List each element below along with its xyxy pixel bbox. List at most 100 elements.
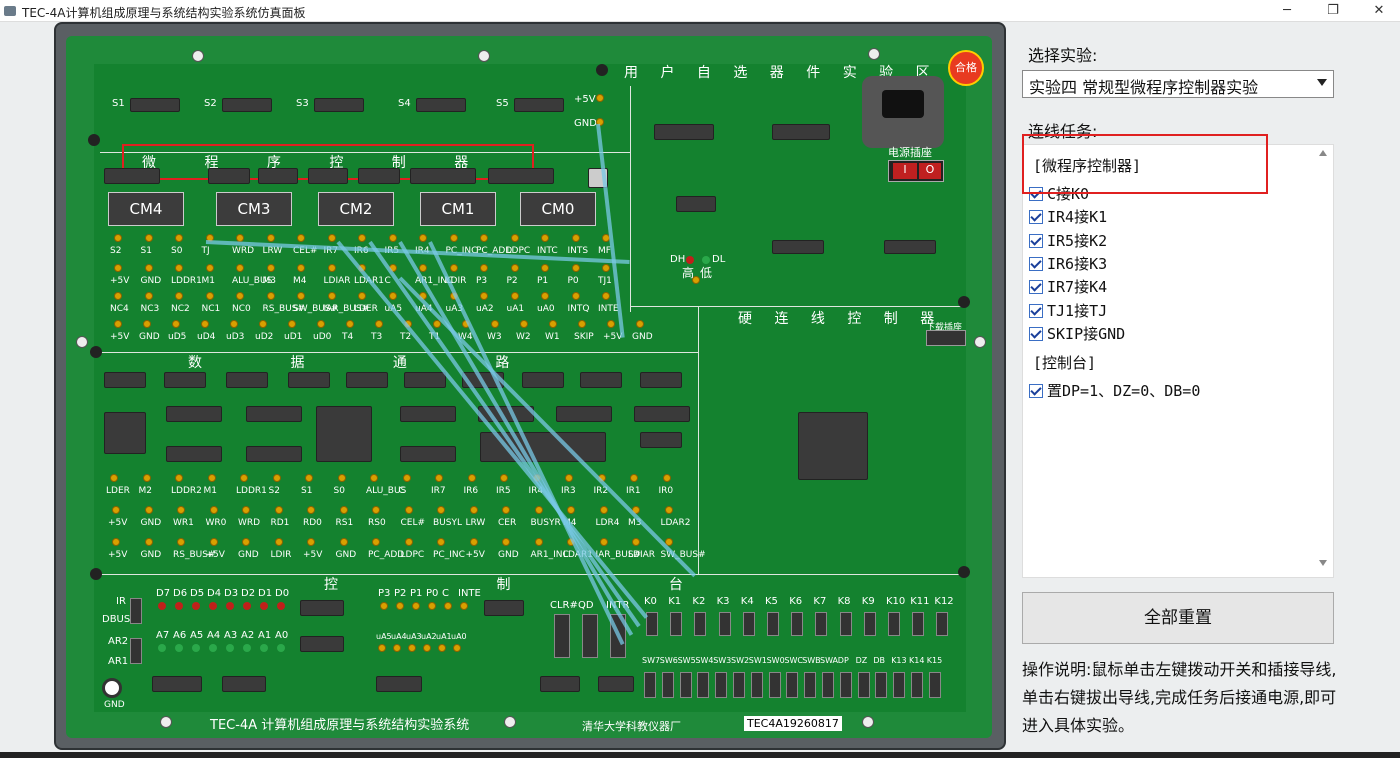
pin[interactable] xyxy=(599,538,608,546)
pin[interactable] xyxy=(541,234,549,242)
pin[interactable] xyxy=(305,474,313,482)
dip-switch-5[interactable] xyxy=(514,98,564,112)
task-item[interactable]: IR6接K3 xyxy=(1029,253,1107,274)
pin[interactable] xyxy=(630,474,638,482)
pin[interactable] xyxy=(502,506,510,514)
pin[interactable] xyxy=(207,474,216,482)
pin[interactable] xyxy=(209,538,218,546)
p-pin[interactable] xyxy=(444,602,452,610)
dip-switch-2[interactable] xyxy=(222,98,272,112)
sw-switch-9[interactable] xyxy=(804,672,817,698)
p-pin[interactable] xyxy=(412,602,420,610)
pin[interactable] xyxy=(177,538,185,546)
pin[interactable] xyxy=(510,234,519,242)
pin[interactable] xyxy=(370,474,378,482)
pin[interactable] xyxy=(372,506,380,514)
pin[interactable] xyxy=(327,234,336,242)
pin[interactable] xyxy=(114,234,122,242)
task-checkbox[interactable] xyxy=(1029,384,1043,399)
pin[interactable] xyxy=(541,292,549,300)
maximize-button[interactable]: ❐ xyxy=(1327,3,1339,18)
pin[interactable] xyxy=(242,506,250,514)
pin[interactable] xyxy=(510,264,519,272)
scroll-up-icon[interactable] xyxy=(1319,150,1327,156)
sw-switch-7[interactable] xyxy=(768,672,781,698)
pin[interactable] xyxy=(419,264,427,272)
pin[interactable] xyxy=(240,474,248,482)
pin[interactable] xyxy=(632,538,640,546)
pin[interactable] xyxy=(297,292,305,300)
pin[interactable] xyxy=(144,292,153,300)
pin[interactable] xyxy=(112,538,120,546)
task-checkbox[interactable] xyxy=(1029,280,1043,295)
pin[interactable] xyxy=(571,292,580,300)
pin[interactable] xyxy=(175,292,183,300)
pin[interactable] xyxy=(602,292,610,300)
ua-pin[interactable] xyxy=(453,644,461,652)
sw-switch-13[interactable] xyxy=(875,672,888,698)
pin[interactable] xyxy=(437,538,445,546)
pin[interactable] xyxy=(449,264,458,272)
scroll-down-icon[interactable] xyxy=(1319,560,1327,566)
pin[interactable] xyxy=(175,474,183,482)
pin[interactable] xyxy=(205,264,214,272)
pin[interactable] xyxy=(307,506,315,514)
task-checkbox[interactable] xyxy=(1029,210,1043,225)
pin[interactable] xyxy=(201,320,209,328)
p-pin[interactable] xyxy=(396,602,404,610)
task-checkbox[interactable] xyxy=(1029,326,1043,341)
ua-pin[interactable] xyxy=(408,644,416,652)
pin[interactable] xyxy=(110,474,118,482)
k-switch-11[interactable] xyxy=(912,612,925,636)
pin[interactable] xyxy=(288,320,296,328)
k-switch-9[interactable] xyxy=(863,612,876,636)
task-item[interactable]: 置DP=1、DZ=0、DB=0 xyxy=(1029,380,1200,401)
ua-pin[interactable] xyxy=(438,644,446,652)
task-list-scrollbar[interactable] xyxy=(1316,146,1330,576)
pin[interactable] xyxy=(272,474,281,482)
sw-switch-4[interactable] xyxy=(715,672,728,698)
plus5v-pin[interactable] xyxy=(596,94,604,102)
experiment-select[interactable]: 实验四 常规型微程序控制器实验 xyxy=(1022,70,1334,98)
pin[interactable] xyxy=(636,320,644,328)
pin[interactable] xyxy=(565,474,573,482)
download-socket[interactable] xyxy=(926,330,966,346)
pin[interactable] xyxy=(142,474,151,482)
reset-all-button[interactable]: 全部重置 xyxy=(1022,592,1334,644)
sw-switch-16[interactable] xyxy=(928,672,941,698)
k-switch-12[interactable] xyxy=(936,612,949,636)
push-button-clr[interactable] xyxy=(554,614,570,658)
pin[interactable] xyxy=(144,264,153,272)
ar-switch[interactable] xyxy=(130,638,142,664)
pin[interactable] xyxy=(112,506,120,514)
pin[interactable] xyxy=(662,474,671,482)
pin[interactable] xyxy=(307,538,315,546)
sw-switch-10[interactable] xyxy=(822,672,834,698)
pin[interactable] xyxy=(449,234,458,242)
pin[interactable] xyxy=(236,264,244,272)
p-pin[interactable] xyxy=(380,602,388,610)
pin[interactable] xyxy=(372,538,380,546)
sw-switch-0[interactable] xyxy=(644,672,656,698)
ir-dbus-switch[interactable] xyxy=(130,598,142,624)
k-switch-5[interactable] xyxy=(767,612,779,636)
k-switch-6[interactable] xyxy=(791,612,804,636)
sw-switch-14[interactable] xyxy=(893,672,906,698)
k-switch-3[interactable] xyxy=(718,612,731,636)
sw-switch-3[interactable] xyxy=(697,672,710,698)
pin[interactable] xyxy=(491,320,499,328)
task-item[interactable]: IR5接K2 xyxy=(1029,230,1107,251)
pin[interactable] xyxy=(467,474,476,482)
pin[interactable] xyxy=(266,234,275,242)
pin[interactable] xyxy=(297,264,305,272)
sw-switch-1[interactable] xyxy=(661,672,674,698)
power-switch[interactable]: I O xyxy=(888,160,944,182)
pin[interactable] xyxy=(388,292,397,300)
pin[interactable] xyxy=(599,506,608,514)
task-item[interactable]: IR4接K1 xyxy=(1029,206,1107,227)
pin[interactable] xyxy=(571,234,580,242)
pin[interactable] xyxy=(534,538,543,546)
pin[interactable] xyxy=(337,474,346,482)
pin[interactable] xyxy=(502,538,510,546)
pin[interactable] xyxy=(274,538,283,546)
